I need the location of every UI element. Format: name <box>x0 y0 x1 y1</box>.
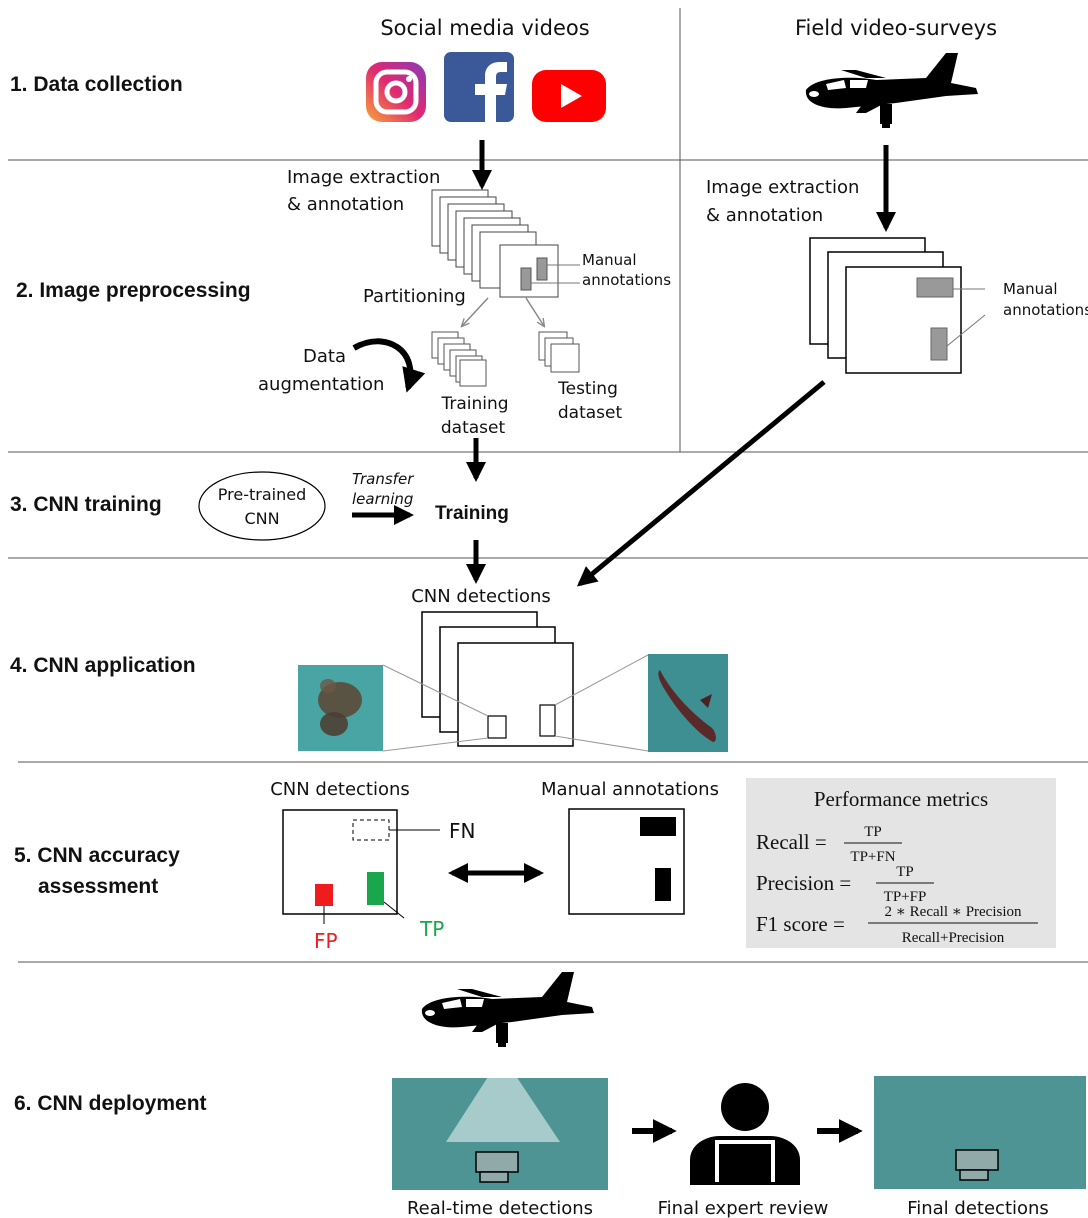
cnn-detections-label: CNN detections <box>411 586 551 607</box>
field-annotation-box <box>916 277 954 298</box>
tp-box <box>367 872 384 905</box>
testing-dataset-label-2: dataset <box>558 403 623 423</box>
arrow-field-to-detections <box>576 380 826 587</box>
manual-box <box>640 817 676 836</box>
annotation-box <box>536 257 548 281</box>
step-image-preprocessing: 2. Image preprocessing <box>16 279 251 302</box>
testing-dataset-label-1: Testing <box>557 379 618 399</box>
arrow-to-testing <box>525 297 544 326</box>
data-augmentation-label-2: augmentation <box>258 374 384 395</box>
realtime-detection-box <box>479 1171 509 1183</box>
tp-leader <box>383 901 405 919</box>
section-dividers <box>8 8 1088 963</box>
social-media-title: Social media videos <box>380 16 589 40</box>
extraction-label-1: Image extraction <box>287 167 440 188</box>
training-label: Training <box>435 503 509 524</box>
expert-review-label: Final expert review <box>658 1198 829 1218</box>
field-manual-label-2: annotations <box>1003 301 1088 319</box>
recall-label: Recall = <box>756 830 827 854</box>
fp-label: FP <box>314 929 338 953</box>
step-cnn-accuracy-1: 5. CNN accuracy <box>14 844 180 867</box>
data-augmentation-label-1: Data <box>303 346 346 367</box>
step-cnn-deployment: 6. CNN deployment <box>14 1092 207 1115</box>
f1-numerator: 2 ∗ Recall ∗ Precision <box>884 904 1022 920</box>
field-surveys-title: Field video-surveys <box>795 16 997 40</box>
step-cnn-application: 4. CNN application <box>10 654 196 677</box>
training-dataset-stack <box>431 331 487 387</box>
performance-metrics-panel: Performance metrics Recall = TP TP+FN Pr… <box>746 778 1056 948</box>
training-dataset-label-2: dataset <box>441 418 506 438</box>
zoom-line <box>554 735 649 752</box>
airplane-icon <box>805 53 978 128</box>
dolphin-image <box>648 654 728 752</box>
final-detection-box <box>959 1169 989 1181</box>
tp-label: TP <box>419 917 444 941</box>
extraction-label-2: & annotation <box>287 194 404 215</box>
realtime-detections-label: Real-time detections <box>407 1198 593 1218</box>
zoom-line <box>382 737 489 752</box>
pretrained-label-2: CNN <box>244 509 279 528</box>
step-cnn-training: 3. CNN training <box>10 493 162 516</box>
step-cnn-accuracy-2: assessment <box>38 875 158 898</box>
testing-dataset-stack <box>538 331 580 373</box>
expert-icon <box>690 1083 800 1185</box>
manual-annotations-title: Manual annotations <box>541 779 719 800</box>
facebook-icon <box>444 52 514 122</box>
step-data-collection: 1. Data collection <box>10 73 183 96</box>
recall-denominator: TP+FN <box>850 849 895 865</box>
field-extraction-label-2: & annotation <box>706 205 823 226</box>
zoom-line <box>382 664 489 717</box>
f1-label: F1 score = <box>756 912 845 936</box>
pretrained-label-1: Pre-trained <box>218 485 306 504</box>
final-detection-box <box>955 1149 999 1171</box>
fn-label: FN <box>449 819 475 843</box>
training-dataset-label-1: Training <box>440 394 508 414</box>
detection-box-dolphin <box>539 704 556 737</box>
precision-numerator: TP <box>896 864 914 880</box>
field-annotation-box <box>930 327 948 361</box>
extracted-frames-stack <box>431 189 559 298</box>
final-detections-label: Final detections <box>907 1198 1049 1218</box>
partitioning-label: Partitioning <box>363 286 466 307</box>
manual-annotations-label-2: annotations <box>582 271 671 289</box>
field-extraction-label-1: Image extraction <box>706 177 859 198</box>
fp-box <box>315 884 333 906</box>
precision-label: Precision = <box>756 871 851 895</box>
deploy-airplane-icon <box>421 972 594 1047</box>
manual-annotations-label-1: Manual <box>582 251 637 269</box>
annotation-leader <box>946 314 986 347</box>
annotation-box <box>520 267 532 291</box>
detection-frames-stack <box>421 611 574 747</box>
augmentation-curved-arrow <box>352 338 426 393</box>
detection-box-turtle <box>487 715 507 739</box>
realtime-detection-box <box>475 1151 519 1173</box>
youtube-icon <box>532 70 606 122</box>
f1-denominator: Recall+Precision <box>902 930 1005 946</box>
zoom-line <box>554 654 649 706</box>
manual-box <box>655 868 671 901</box>
assess-detections-label: CNN detections <box>270 779 410 800</box>
transfer-label-1: Transfer <box>352 470 414 488</box>
metrics-title: Performance metrics <box>814 787 988 811</box>
pretrained-cnn-ellipse <box>198 471 326 541</box>
turtle-image <box>298 665 383 751</box>
camera-view-cone <box>446 1055 560 1142</box>
arrow-to-training <box>462 297 489 326</box>
transfer-label-2: learning <box>352 490 413 508</box>
precision-denominator: TP+FP <box>884 889 927 905</box>
instagram-icon <box>366 62 426 122</box>
recall-numerator: TP <box>864 824 882 840</box>
field-manual-label-1: Manual <box>1003 280 1058 298</box>
